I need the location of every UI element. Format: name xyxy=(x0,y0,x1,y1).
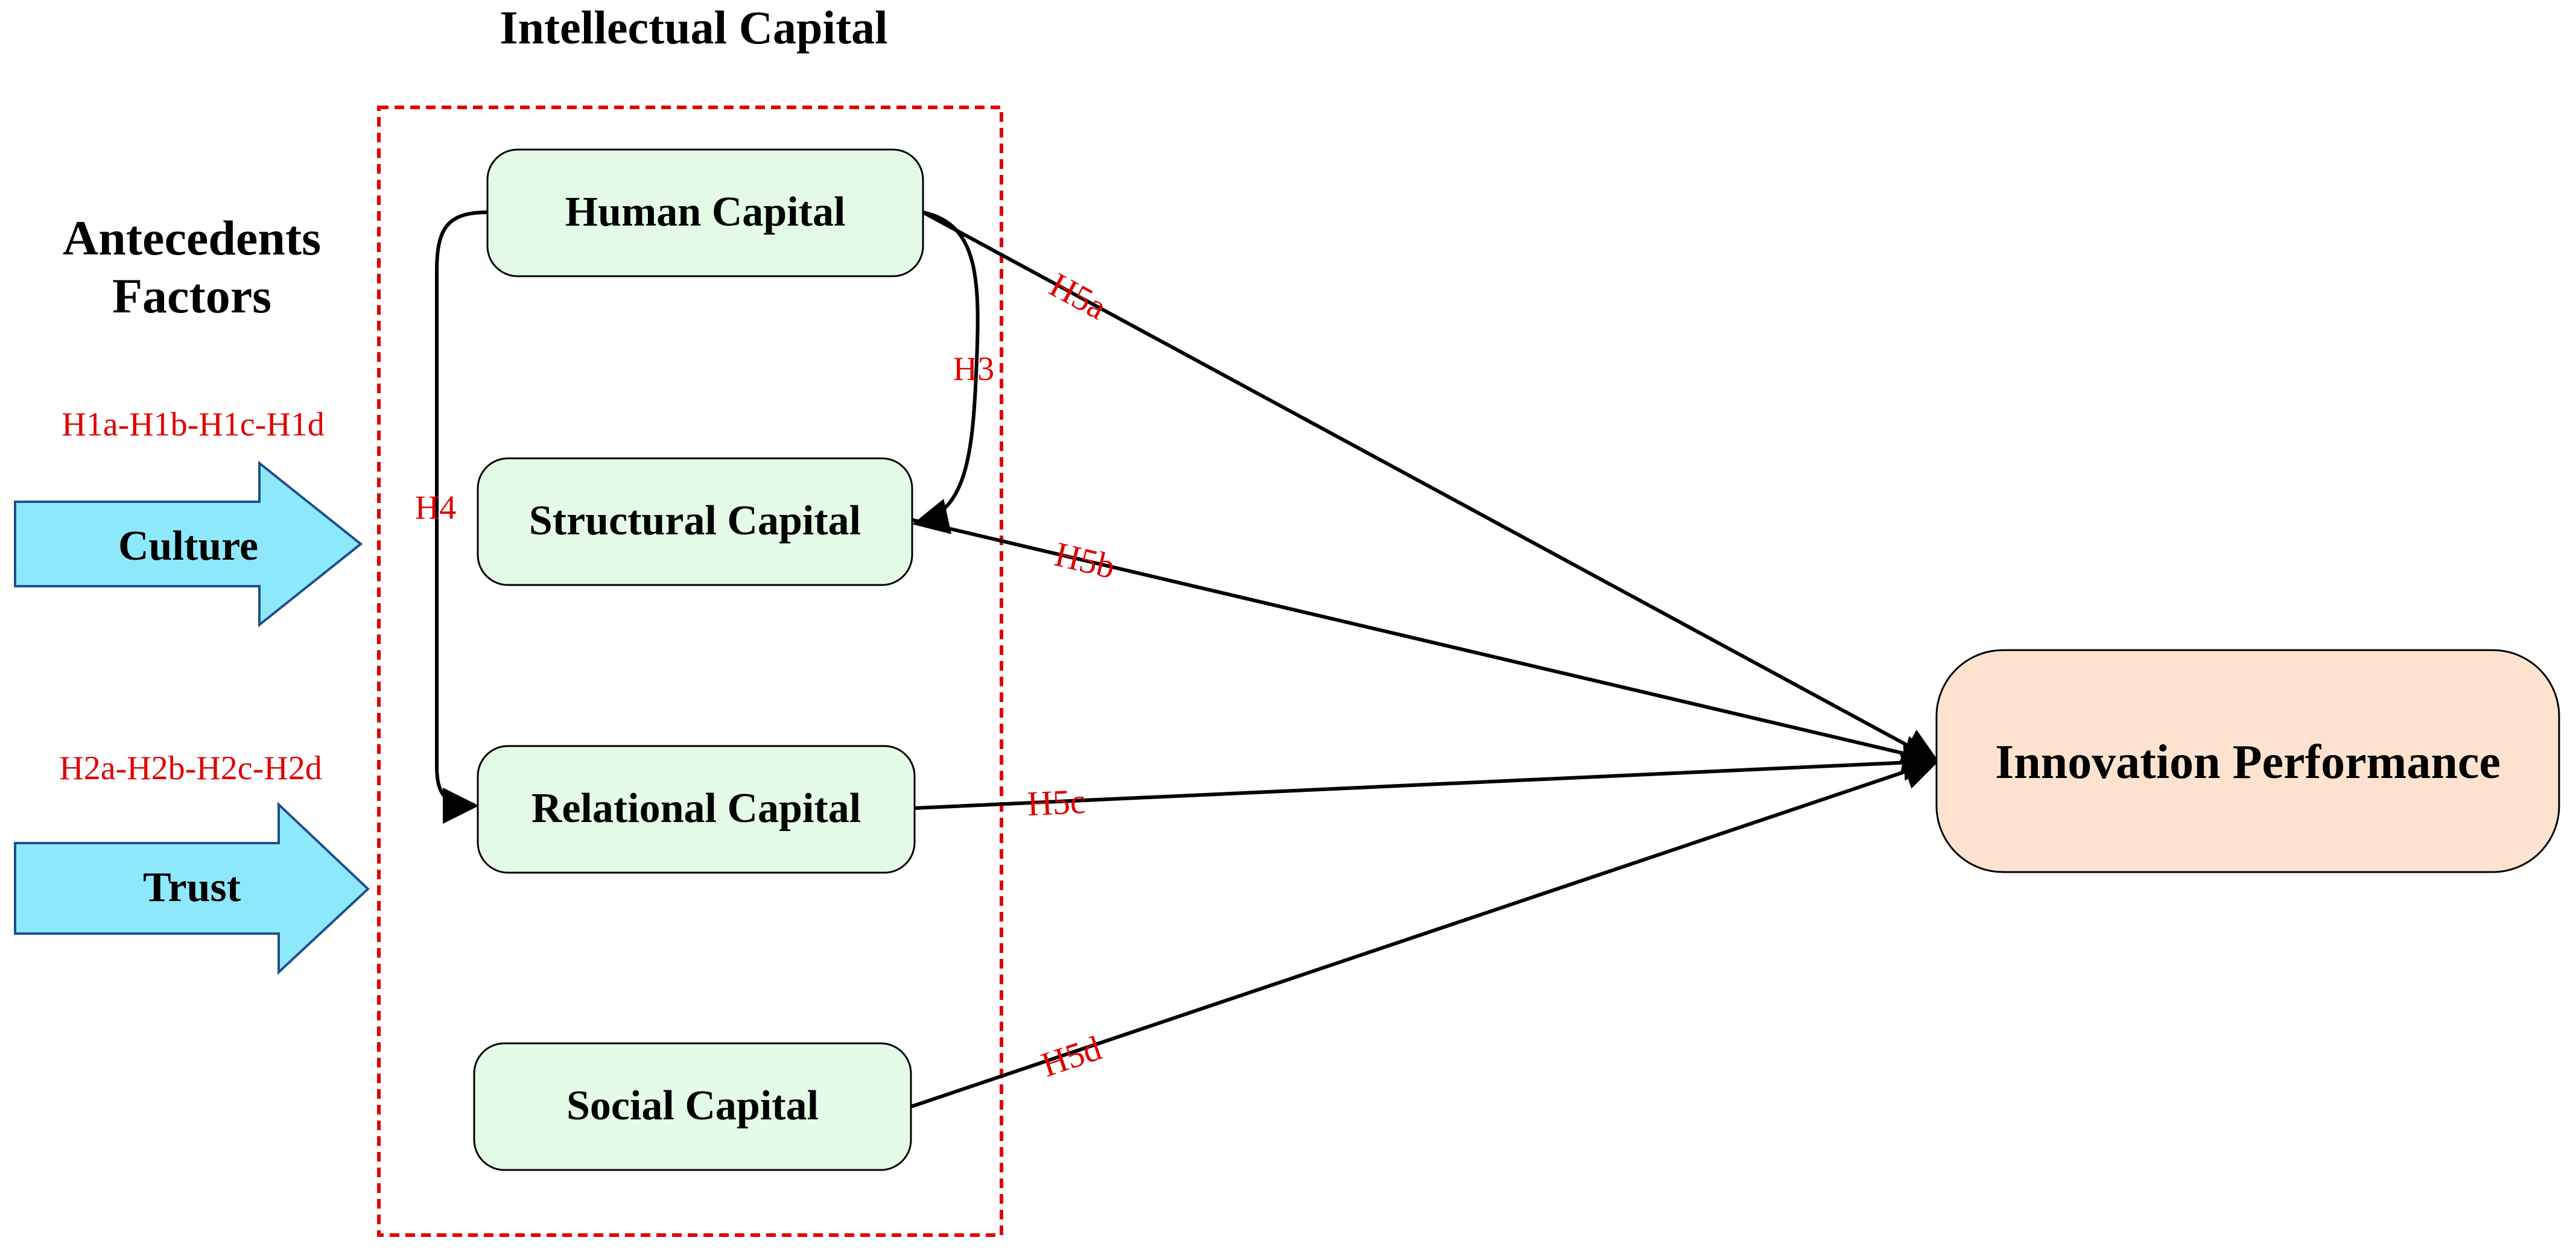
intellectual-capital-frame xyxy=(377,106,1003,1237)
relational-capital-box xyxy=(477,745,916,874)
edge-h4 xyxy=(435,210,488,824)
human-capital-box xyxy=(486,148,924,277)
edge-h5b xyxy=(912,518,1940,771)
trust-hypotheses-label: H2a-H2b-H2c-H2d xyxy=(59,750,322,787)
intellectual-capital-heading: Intellectual Capital xyxy=(500,1,887,54)
h5a-label: H5a xyxy=(1043,265,1113,327)
trust-label: Trust xyxy=(143,864,241,911)
h5d-label: H5d xyxy=(1036,1028,1106,1084)
relational-capital-label: Relational Capital xyxy=(531,785,861,832)
h5b-label: H5b xyxy=(1051,534,1118,586)
h3-label: H3 xyxy=(953,350,994,388)
social-capital-box xyxy=(473,1042,912,1171)
innovation-performance-label: Innovation Performance xyxy=(1995,736,2501,789)
h4-label: H4 xyxy=(415,489,456,526)
edge-h3 xyxy=(912,210,980,534)
culture-hypotheses-label: H1a-H1b-H1c-H1d xyxy=(62,406,324,443)
antecedents-heading-line1: Antecedents xyxy=(63,210,321,265)
edge-h5c xyxy=(914,744,1940,810)
h5c-label: H5c xyxy=(1026,782,1086,823)
innovation-performance-box xyxy=(1935,649,2560,873)
trust-arrow xyxy=(14,801,370,975)
edge-h5a xyxy=(922,210,1940,763)
edge-h5d xyxy=(910,754,1940,1108)
social-capital-label: Social Capital xyxy=(566,1083,819,1129)
antecedents-heading-line2: Factors xyxy=(112,268,271,323)
structural-capital-box xyxy=(477,457,913,586)
human-capital-label: Human Capital xyxy=(565,189,846,235)
culture-arrow xyxy=(14,460,363,628)
culture-label: Culture xyxy=(118,523,258,569)
structural-capital-label: Structural Capital xyxy=(529,498,861,544)
